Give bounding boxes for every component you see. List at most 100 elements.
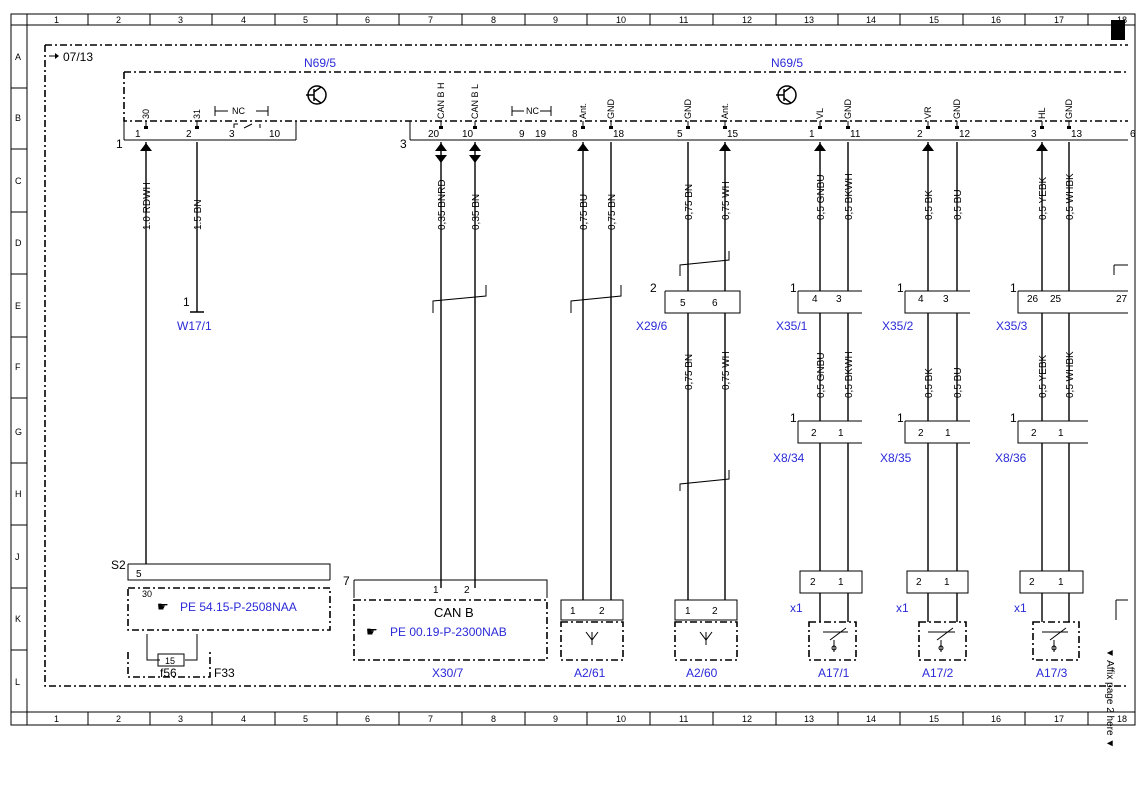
- pin-number: 1: [135, 129, 141, 140]
- svg-text:1: 1: [433, 585, 439, 596]
- pin-signal: Ant.: [720, 103, 730, 119]
- switch-icon: [928, 627, 955, 652]
- svg-text:CAN B: CAN B: [434, 605, 474, 620]
- transistor-icon: [306, 85, 327, 105]
- svg-text:S2: S2: [111, 558, 126, 572]
- svg-text:1: 1: [944, 577, 950, 588]
- pin-number: 5: [677, 129, 683, 140]
- w17-label[interactable]: W17/1: [177, 319, 212, 333]
- pin-signal: GND: [1064, 99, 1074, 120]
- connector-x35-1[interactable]: 1 4 3 X35/1: [776, 281, 862, 333]
- column-ruler: 1122334455667788991010111112121313141415…: [54, 14, 1127, 725]
- antenna-a2-60[interactable]: 1 2 A2/60: [674, 599, 738, 680]
- wire-label: 0,5 YEBK: [1038, 176, 1049, 220]
- svg-text:x1: x1: [790, 601, 803, 615]
- row-label: J: [15, 552, 20, 562]
- connector-x8-34[interactable]: 1 2 1 X8/34: [773, 411, 862, 465]
- pin-number: 13: [1071, 129, 1083, 140]
- row-label: G: [15, 427, 22, 437]
- column-label: 4: [241, 15, 246, 25]
- row-label: K: [15, 614, 21, 624]
- svg-text:A17/3: A17/3: [1036, 666, 1068, 680]
- pin-signal: GND: [683, 99, 693, 120]
- page-corner-icon: [1111, 20, 1125, 40]
- column-label: 8: [491, 15, 496, 25]
- svg-text:X29/6: X29/6: [636, 319, 668, 333]
- svg-text:6: 6: [712, 298, 718, 309]
- column-label: 13: [804, 714, 814, 724]
- column-label: 3: [178, 714, 183, 724]
- wire-label: 0,5 GNBU: [816, 174, 827, 220]
- pin-signal: CAN B H: [436, 82, 446, 119]
- switch-icon: [1042, 627, 1068, 652]
- column-label: 15: [929, 714, 939, 724]
- wire-label: 0,5 WHBK: [1065, 351, 1076, 398]
- antenna-icon: [699, 631, 713, 645]
- actuator-a17-3[interactable]: 2 1 x1 A17/3: [1014, 570, 1084, 680]
- svg-text:1: 1: [1010, 281, 1017, 295]
- actuator-a17-1[interactable]: 2 1 x1 A17/1: [790, 570, 863, 680]
- column-label: 9: [553, 15, 558, 25]
- connector-number: 1: [116, 137, 123, 151]
- wire-label: 0,35 BNRD: [437, 179, 448, 230]
- svg-text:F33: F33: [214, 666, 235, 680]
- column-label: 7: [428, 15, 433, 25]
- wire-label: 0,75 BU: [579, 194, 590, 230]
- transistor-icon: [776, 85, 797, 105]
- pin-signal: GND: [606, 99, 616, 120]
- column-label: 3: [178, 15, 183, 25]
- wire-label: 1.0 RDWH: [142, 182, 153, 230]
- hand-icon: ☛: [366, 624, 378, 639]
- page-ref[interactable]: 07/13: [63, 50, 93, 64]
- connector-x29-6[interactable]: 2 5 6 X29/6: [636, 281, 741, 333]
- wire-label: 0,5 BK: [924, 368, 935, 398]
- column-label: 17: [1054, 714, 1064, 724]
- svg-text:A2/61: A2/61: [574, 666, 606, 680]
- wire-label: 0,75 BN: [684, 354, 695, 390]
- svg-text:30: 30: [142, 589, 152, 599]
- connector-x35-3[interactable]: 1 26 25 27 X35/3: [996, 281, 1128, 333]
- module-label-right[interactable]: N69/5: [771, 56, 803, 70]
- hand-icon: ☛: [157, 599, 169, 614]
- column-label: 12: [742, 714, 752, 724]
- connector-x8-35[interactable]: 1 2 1 X8/35: [880, 411, 970, 465]
- column-label: 1: [54, 15, 59, 25]
- wire-label: 1.5 BN: [193, 199, 204, 230]
- pin-signal: Ant.: [578, 103, 588, 119]
- module-label-left[interactable]: N69/5: [304, 56, 336, 70]
- actuator-a17-2[interactable]: 2 1 x1 A17/2: [896, 570, 969, 680]
- antenna-a2-61[interactable]: 1 2 A2/61: [560, 599, 624, 680]
- column-label: 14: [866, 15, 876, 25]
- svg-text:2: 2: [599, 606, 605, 617]
- column-label: 17: [1054, 15, 1064, 25]
- connector-x35-2[interactable]: 1 4 3 X35/2: [882, 281, 970, 333]
- svg-text:27: 27: [1116, 294, 1128, 305]
- svg-text:x1: x1: [1014, 601, 1027, 615]
- can-bus-x30-7[interactable]: 7 1 2 CAN B ☛ PE 00.19-P-2300NAB X30/7: [343, 574, 548, 680]
- pin-signal: GND: [952, 99, 962, 120]
- wire-label: 0,5 GNBU: [816, 352, 827, 398]
- svg-text:2: 2: [918, 428, 924, 439]
- svg-text:1: 1: [1058, 428, 1064, 439]
- pin-number: 18: [613, 129, 625, 140]
- column-label: 8: [491, 714, 496, 724]
- x30-reference: PE 00.19-P-2300NAB: [390, 625, 507, 639]
- column-label: 5: [303, 15, 308, 25]
- svg-text:X35/3: X35/3: [996, 319, 1028, 333]
- column-label: 7: [428, 714, 433, 724]
- column-label: 11: [679, 15, 688, 25]
- svg-text:x1: x1: [896, 601, 909, 615]
- svg-text:A17/2: A17/2: [922, 666, 954, 680]
- row-label: F: [15, 362, 21, 372]
- wire-label: 0,5 YEBK: [1038, 354, 1049, 398]
- row-label: D: [15, 238, 22, 248]
- svg-text:X35/2: X35/2: [882, 319, 914, 333]
- column-label: 11: [679, 714, 688, 724]
- switch-s2[interactable]: S2 5 30 ☛ PE 54.15-P-2508NAA 15 f56 F33: [111, 558, 331, 680]
- pin-signal: VL: [815, 108, 825, 119]
- svg-text:2: 2: [464, 585, 470, 596]
- nc-marker: NC: [511, 106, 552, 116]
- row-label: A: [15, 52, 21, 62]
- connector-x8-36[interactable]: 1 2 1 X8/36: [995, 411, 1088, 465]
- wire-label: 0,75 WH: [721, 351, 732, 390]
